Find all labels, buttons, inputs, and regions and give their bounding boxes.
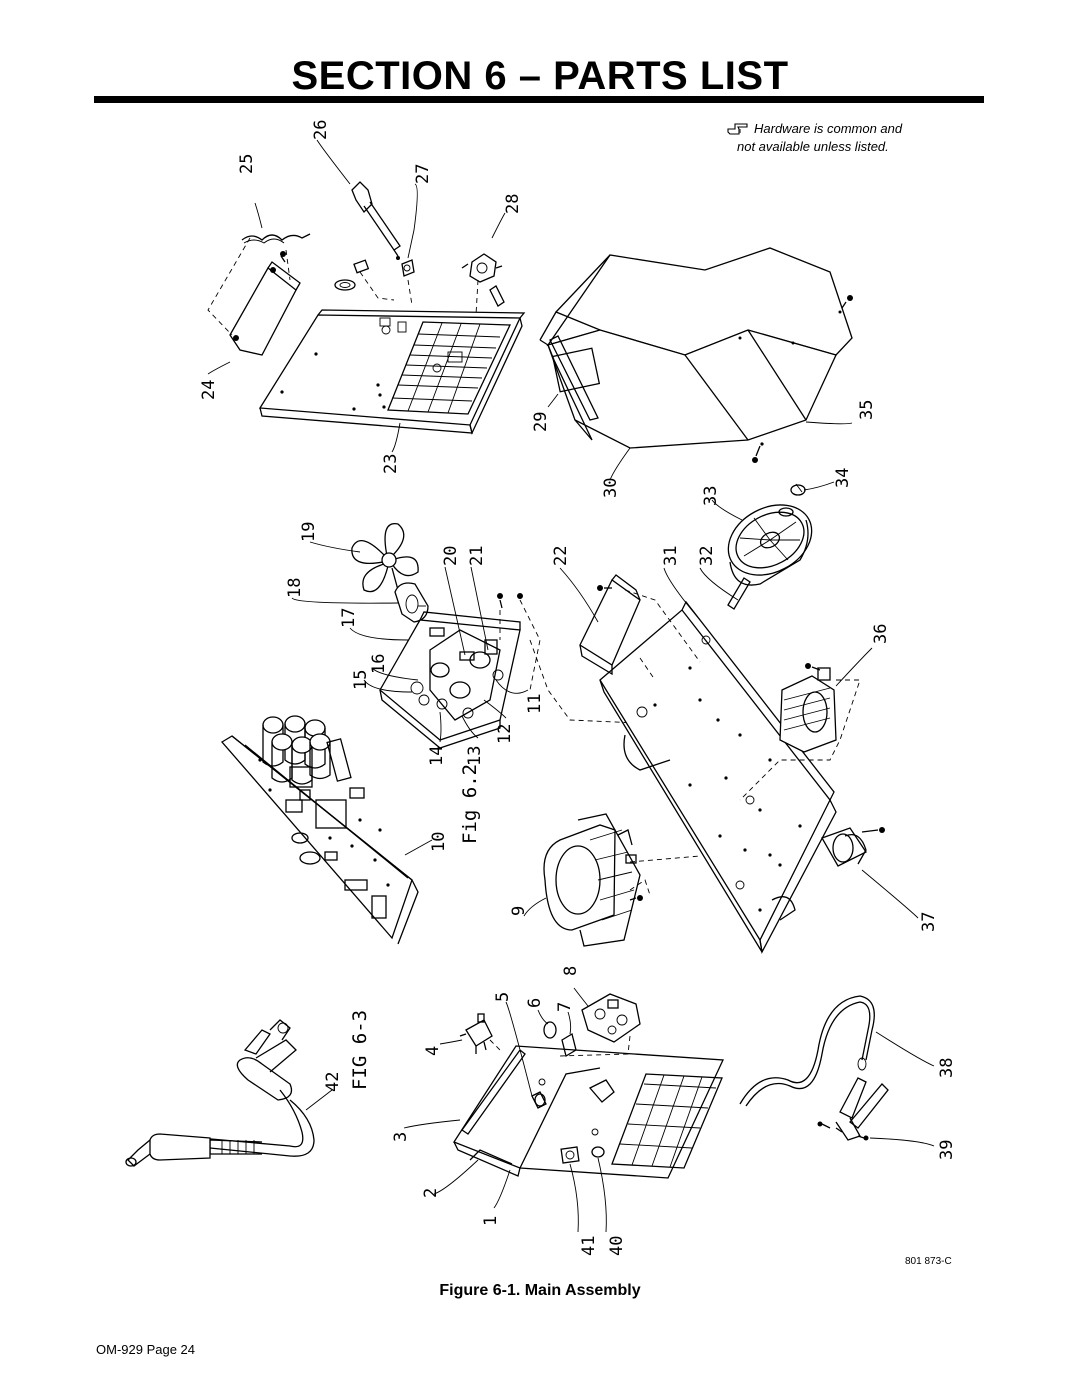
callout-30: 30 (601, 478, 621, 498)
callout-38: 38 (937, 1058, 957, 1078)
callout-28: 28 (503, 194, 523, 214)
front-panel (403, 987, 724, 1233)
callout-31: 31 (661, 546, 681, 566)
drawing-number: 801 873-C (905, 1256, 952, 1267)
wheel (727, 504, 813, 586)
callout-1: 1 (481, 1216, 501, 1226)
callout-13: 13 (465, 746, 485, 766)
callout-39: 39 (937, 1140, 957, 1160)
callout-14: 14 (427, 746, 447, 766)
callout-36: 36 (871, 624, 891, 644)
figure-caption: Figure 6-1. Main Assembly (439, 1282, 641, 1299)
base-chassis (523, 481, 919, 955)
callout-6: 6 (525, 998, 545, 1008)
callout-5: 5 (493, 992, 513, 1002)
note-line-1: Hardware is common and (754, 121, 903, 136)
louver-grid (387, 321, 512, 415)
selector-switch (581, 993, 641, 1043)
callout-8: 8 (561, 966, 581, 976)
callout-29: 29 (531, 412, 551, 432)
callout-41: 41 (579, 1236, 599, 1256)
figure-ref-6-3: FIG 6-3 (349, 1010, 371, 1090)
callout-21: 21 (467, 546, 487, 566)
callout-17: 17 (339, 608, 359, 628)
callout-26: 26 (311, 120, 331, 140)
callout-25: 25 (237, 154, 257, 174)
callout-labels: 1 2 3 4 5 6 7 8 9 10 11 12 13 14 15 16 1… (199, 120, 957, 1256)
pointing-hand-icon (727, 123, 748, 135)
callout-3: 3 (391, 1132, 411, 1142)
callout-20: 20 (441, 546, 461, 566)
fan-motor-rectifier (221, 522, 661, 945)
title-rule (94, 96, 984, 103)
callout-2: 2 (421, 1188, 441, 1198)
callout-35: 35 (857, 400, 877, 420)
note-line-2: not available unless listed. (737, 139, 889, 154)
base-panel-assembly (207, 139, 526, 453)
callout-33: 33 (701, 486, 721, 506)
callout-37: 37 (919, 912, 939, 932)
inductor (739, 663, 861, 801)
callout-18: 18 (285, 578, 305, 598)
figure-ref-6-2: Fig 6.2 (459, 764, 481, 844)
capacitor-bank (262, 715, 331, 785)
callout-19: 19 (299, 522, 319, 542)
callout-23: 23 (381, 454, 401, 474)
callout-22: 22 (551, 546, 571, 566)
callout-9: 9 (509, 906, 529, 916)
callout-15: 15 (351, 670, 371, 690)
page-footer: OM-929 Page 24 (96, 1342, 196, 1357)
callout-7: 7 (555, 1002, 575, 1012)
louver-grid-front (611, 1073, 723, 1169)
wrapper-enclosure (539, 247, 853, 481)
callout-42: 42 (323, 1072, 343, 1092)
callout-24: 24 (199, 380, 219, 400)
callout-10: 10 (429, 832, 449, 852)
callout-16: 16 (369, 654, 389, 674)
page-title: SECTION 6 – PARTS LIST (291, 54, 789, 98)
gun-assembly (125, 1019, 333, 1167)
work-clamp (739, 995, 935, 1147)
callout-12: 12 (495, 724, 515, 744)
transformer (543, 813, 701, 947)
caster (821, 827, 885, 867)
callout-34: 34 (833, 468, 853, 488)
callout-27: 27 (413, 164, 433, 184)
callout-4: 4 (423, 1046, 443, 1056)
callout-11: 11 (525, 694, 545, 714)
callout-40: 40 (607, 1236, 627, 1256)
callout-32: 32 (697, 546, 717, 566)
